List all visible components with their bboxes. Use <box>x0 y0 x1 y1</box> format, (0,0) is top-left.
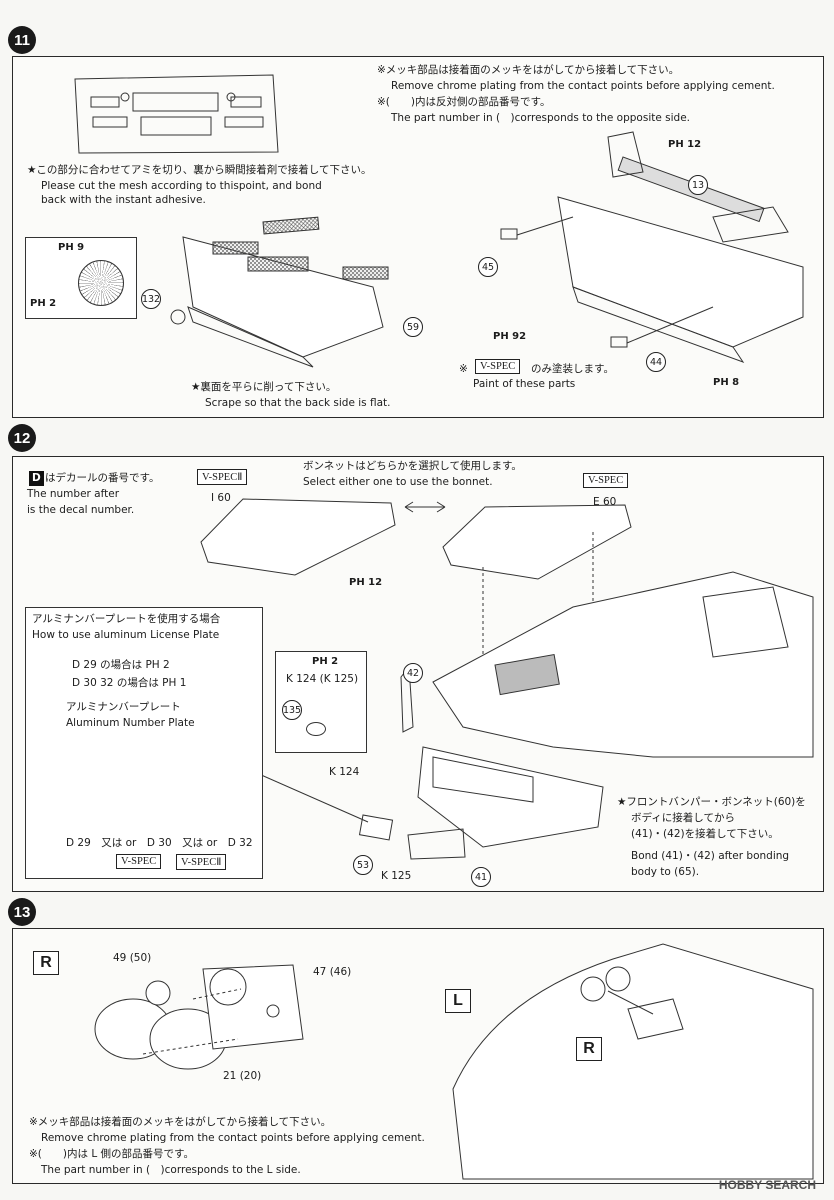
s11-scrape-en: Scrape so that the back side is flat. <box>205 397 391 409</box>
step-11-badge: 11 <box>8 26 36 54</box>
s11-opposite-jp: ※( )内は反対側の部品番号です。 <box>377 96 551 108</box>
step-13-panel: R L R 49 (50) 47 (46) 21 (20) ※メッキ部品は接着面… <box>12 928 824 1184</box>
s11-mesh-jp: ★この部分に合わせてアミを切り、裏から瞬間接着剤で接着して下さい。 <box>27 164 372 176</box>
s12-bumper-en1: Bond (41)・(42) after bonding <box>631 850 790 862</box>
s11-scrape-jp: ★裏面を平らに削って下さい。 <box>191 381 337 393</box>
s11-mesh-en1: Please cut the mesh according to thispoi… <box>41 180 322 192</box>
s12-vspec-box: V-SPEC <box>583 473 629 488</box>
s12-decal-en1: The number after <box>27 488 120 500</box>
watermark-logo: HOBBY SEARCH <box>718 1178 816 1192</box>
s13-chrome-en: Remove chrome plating from the contact p… <box>41 1132 425 1144</box>
s12-plate-title-jp: アルミナンバープレートを使用する場合 <box>32 613 221 625</box>
s12-case1: D 29 の場合は PH 2 <box>72 659 170 671</box>
s11-ph12-label: PH 12 <box>668 139 702 150</box>
step-12-illustration <box>74 498 814 860</box>
step-13-badge: 13 <box>8 898 36 926</box>
s12-vspec2-box: V-SPECⅡ <box>197 469 248 485</box>
s12-part-42: 42 <box>403 663 423 683</box>
s11-part-45: 45 <box>478 257 498 277</box>
s11-chrome-en: Remove chrome plating from the contact p… <box>391 80 775 92</box>
s12-bonnet-jp: ボンネットはどちらかを選択して使用します。 <box>303 460 522 472</box>
s11-wheel-detail-box: PH 9 PH 2 <box>25 237 137 319</box>
s12-part-41: 41 <box>471 867 491 887</box>
s12-decal-d-badge: D <box>29 471 44 486</box>
s13-side-en: The part number in ( )corresponds to the… <box>41 1164 301 1176</box>
s12-k124: K 124 <box>329 766 360 778</box>
s12-bonnet-en: Select either one to use the bonnet. <box>303 476 493 488</box>
step-11-illustration <box>74 74 804 368</box>
s11-ph2-label: PH 2 <box>30 298 57 309</box>
s12-k125: K 125 <box>381 870 412 882</box>
s12-bumper-jp3: (41)・(42)を接着して下さい。 <box>631 828 779 840</box>
s12-plate-name-jp: アルミナンバープレート <box>66 701 181 713</box>
s12-part-135: 135 <box>282 700 302 720</box>
s12-case2: D 30 32 の場合は PH 1 <box>72 677 187 689</box>
s13-part-49: 49 (50) <box>113 952 152 964</box>
s12-ph12: PH 12 <box>349 577 383 588</box>
s11-ph9-label: PH 9 <box>58 242 85 253</box>
step-12-badge: 12 <box>8 424 36 452</box>
s11-part-132: 132 <box>141 289 161 309</box>
s13-label-r-inset: R <box>576 1037 602 1061</box>
s12-plate-vspec: V-SPEC <box>116 854 162 869</box>
s12-bumper-jp2: ボディに接着してから <box>631 812 735 824</box>
s12-i60: I 60 <box>211 492 231 504</box>
step-11-panel: ※メッキ部品は接着面のメッキをはがしてから接着して下さい。 Remove chr… <box>12 56 824 418</box>
s11-part-44: 44 <box>646 352 666 372</box>
s12-ph2: PH 2 <box>312 656 339 667</box>
s11-ph8-label: PH 8 <box>713 377 740 388</box>
s12-plate-options: D 29 又は or D 30 又は or D 32 <box>66 837 253 849</box>
s12-bumper-jp1: ★フロントバンパー・ボンネット(60)を <box>617 796 806 808</box>
s11-chrome-jp: ※メッキ部品は接着面のメッキをはがしてから接着して下さい。 <box>377 64 680 76</box>
s12-k124-top: K 124 (K 125) <box>286 673 359 685</box>
s13-side-jp: ※( )内は L 側の部品番号です。 <box>29 1148 194 1160</box>
s11-ph92-label: PH 92 <box>493 331 527 342</box>
s11-paint-jp: のみ塗装します。 <box>531 363 614 375</box>
s12-lamp-box: PH 2 K 124 (K 125) 135 <box>275 651 367 753</box>
s12-plate-vspec2: V-SPECⅡ <box>176 854 227 870</box>
s11-part-13: 13 <box>688 175 708 195</box>
s13-label-r: R <box>33 951 59 975</box>
s11-mesh-en2: back with the instant adhesive. <box>41 194 206 206</box>
s11-paint-en: Paint of these parts <box>473 378 576 390</box>
s12-plate-title-en: How to use aluminum License Plate <box>32 629 220 641</box>
s12-plate-name-en: Aluminum Number Plate <box>66 717 195 729</box>
s11-part-59: 59 <box>403 317 423 337</box>
s13-part-21: 21 (20) <box>223 1070 262 1082</box>
s13-label-l: L <box>445 989 471 1013</box>
step-12-panel: D はデカールの番号です。 The number after is the de… <box>12 456 824 892</box>
s11-opposite-en: The part number in ( )corresponds to the… <box>391 112 690 124</box>
s11-vspec-box: V-SPEC <box>475 359 521 374</box>
s12-decal-en2: is the decal number. <box>27 504 135 516</box>
wheel-icon <box>78 260 124 306</box>
s12-part-53: 53 <box>353 855 373 875</box>
s12-bumper-en2: body to (65). <box>631 866 700 878</box>
s12-decal-jp: はデカールの番号です。 <box>45 472 160 484</box>
s13-part-47: 47 (46) <box>313 966 352 978</box>
s13-chrome-jp: ※メッキ部品は接着面のメッキをはがしてから接着して下さい。 <box>29 1116 332 1128</box>
step-13-illustration <box>94 943 814 1180</box>
s12-plate-box: アルミナンバープレートを使用する場合 How to use aluminum L… <box>25 607 263 879</box>
s12-e60: E 60 <box>593 496 617 508</box>
s11-paint-prefix: ※ <box>459 363 468 375</box>
lamp-icon <box>306 722 326 736</box>
